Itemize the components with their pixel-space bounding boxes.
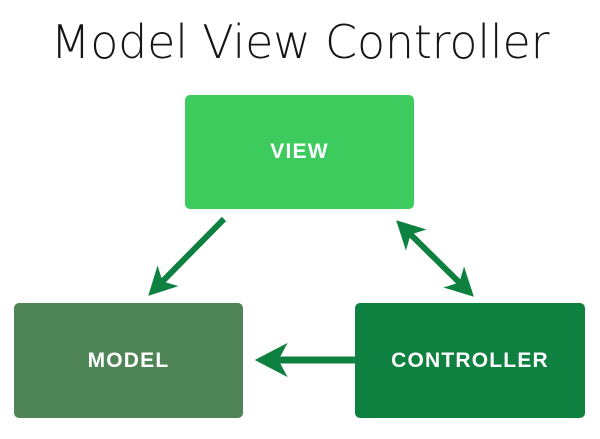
node-view[interactable]: VIEW [185,95,414,209]
node-controller[interactable]: CONTROLLER [355,303,585,418]
arrow-view-controller [396,220,474,297]
arrow-view-to-model [148,216,227,296]
node-model-label: MODEL [87,348,170,372]
page-title: Model View Controller [50,15,550,69]
node-model[interactable]: MODEL [14,303,243,418]
node-controller-label: CONTROLLER [391,348,549,372]
node-view-label: VIEW [270,140,329,163]
